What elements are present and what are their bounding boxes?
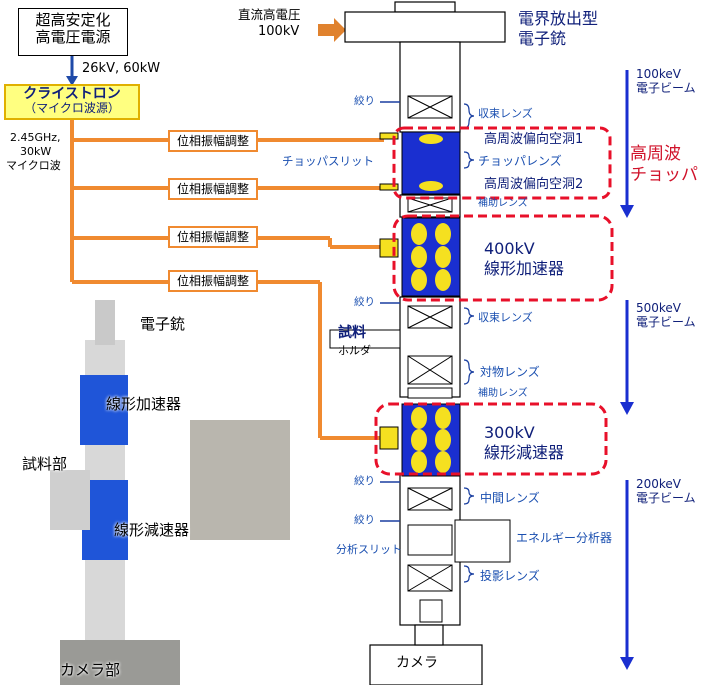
gun-line1: 電界放出型 <box>518 9 599 28</box>
lens-condenser-2: 収束レンズ <box>478 311 533 324</box>
aperture-label-3: 絞り <box>354 475 375 487</box>
beam-200-line1: 200keV <box>636 477 682 491</box>
decelerator-line2: 線形減速器 <box>484 443 565 462</box>
power-supply-box: 超高安定化 高電圧電源 <box>18 8 128 56</box>
lens-aux-2: 補助レンズ <box>478 388 528 399</box>
beam-500-line1: 500keV <box>636 301 682 315</box>
chopper-label-line1: 高周波 <box>630 144 681 164</box>
photo-area <box>0 298 300 685</box>
beam-500-line2: 電子ビーム <box>636 315 696 329</box>
phase-box-1: 位相振幅調整 <box>168 130 258 152</box>
microwave-line2: 30kW <box>20 145 52 158</box>
aperture-label-2: 絞り <box>354 296 375 308</box>
lens-objective: 対物レンズ <box>480 365 540 379</box>
beam-200-line2: 電子ビーム <box>636 491 696 505</box>
klystron-line2: （マイクロ波源） <box>24 101 120 116</box>
lens-energy-analyzer: エネルギー分析器 <box>516 531 613 545</box>
lens-cavity-1: 高周波偏向空洞1 <box>484 132 584 147</box>
dc-voltage-line1: 直流高電圧 <box>238 7 301 22</box>
photo-label-camera: カメラ部 <box>60 661 121 679</box>
microwave-line1: 2.45GHz, <box>10 131 61 144</box>
klystron-box: クライストロン （マイクロ波源） <box>4 84 140 120</box>
gun-line2: 電子銃 <box>518 29 567 48</box>
analyzer-slit-label: 分析スリット <box>336 543 402 556</box>
decelerator-line1: 300kV <box>484 423 535 442</box>
power-supply-line2: 高電圧電源 <box>35 27 111 46</box>
aperture-label-4: 絞り <box>354 514 375 526</box>
photo-label-accelerator: 線形加速器 <box>106 395 182 413</box>
beam-100-line2: 電子ビーム <box>636 81 696 95</box>
sample-line2: ホルダ <box>338 344 371 357</box>
aperture-label-1: 絞り <box>354 95 375 107</box>
photo-label-sample: 試料部 <box>22 455 68 473</box>
power-supply-line1: 超高安定化 <box>35 11 111 29</box>
chopper-label-line2: チョッパ <box>630 165 698 185</box>
dc-voltage-line2: 100kV <box>258 24 300 39</box>
accelerator-line2: 線形加速器 <box>484 259 565 278</box>
photo-label-gun: 電子銃 <box>140 315 186 333</box>
accelerator-line1: 400kV <box>484 239 535 258</box>
chopper-slit-label: チョッパスリット <box>282 154 374 168</box>
camera-label: カメラ <box>396 655 438 671</box>
lens-aux-1: 補助レンズ <box>478 198 528 209</box>
lens-condenser-1: 収束レンズ <box>478 107 533 120</box>
power-voltage: 26kV, 60kW <box>82 61 161 76</box>
lens-chopper: チョッパレンズ <box>478 154 562 168</box>
lens-projection: 投影レンズ <box>480 569 540 583</box>
beam-100-line1: 100keV <box>636 67 682 81</box>
photo-label-decelerator: 線形減速器 <box>114 521 190 539</box>
sample-line1: 試料 <box>338 325 366 341</box>
phase-box-2: 位相振幅調整 <box>168 178 258 200</box>
lens-intermediate: 中間レンズ <box>480 491 540 505</box>
microwave-line3: マイクロ波 <box>6 159 61 172</box>
lens-cavity-2: 高周波偏向空洞2 <box>484 177 584 192</box>
klystron-line1: クライストロン <box>23 86 121 102</box>
phase-box-3: 位相振幅調整 <box>168 226 258 248</box>
phase-box-4: 位相振幅調整 <box>168 270 258 292</box>
